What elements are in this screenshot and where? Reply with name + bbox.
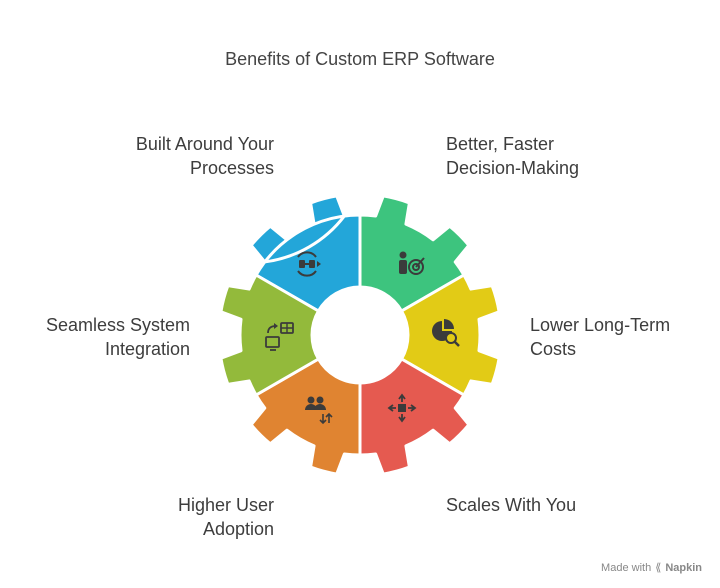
- gear-diagram: [219, 194, 501, 476]
- workflow-cycle-icon: [297, 251, 321, 277]
- footer-brand: Napkin: [665, 561, 702, 574]
- monitor-sync-icon: [265, 322, 294, 351]
- gear-center-hole: [312, 287, 408, 383]
- users-sort-icon: [305, 396, 333, 425]
- page-title: Benefits of Custom ERP Software: [225, 49, 495, 69]
- label-scales: Scales With You: [446, 495, 577, 515]
- person-target-icon: [399, 251, 425, 275]
- napkin-logo-icon: ⟪: [655, 562, 662, 574]
- chart-magnifier-icon: [432, 319, 460, 347]
- expand-arrows-icon: [387, 393, 417, 423]
- footer-credit: Made with ⟪ Napkin: [601, 561, 702, 575]
- footer-prefix: Made with: [601, 561, 652, 574]
